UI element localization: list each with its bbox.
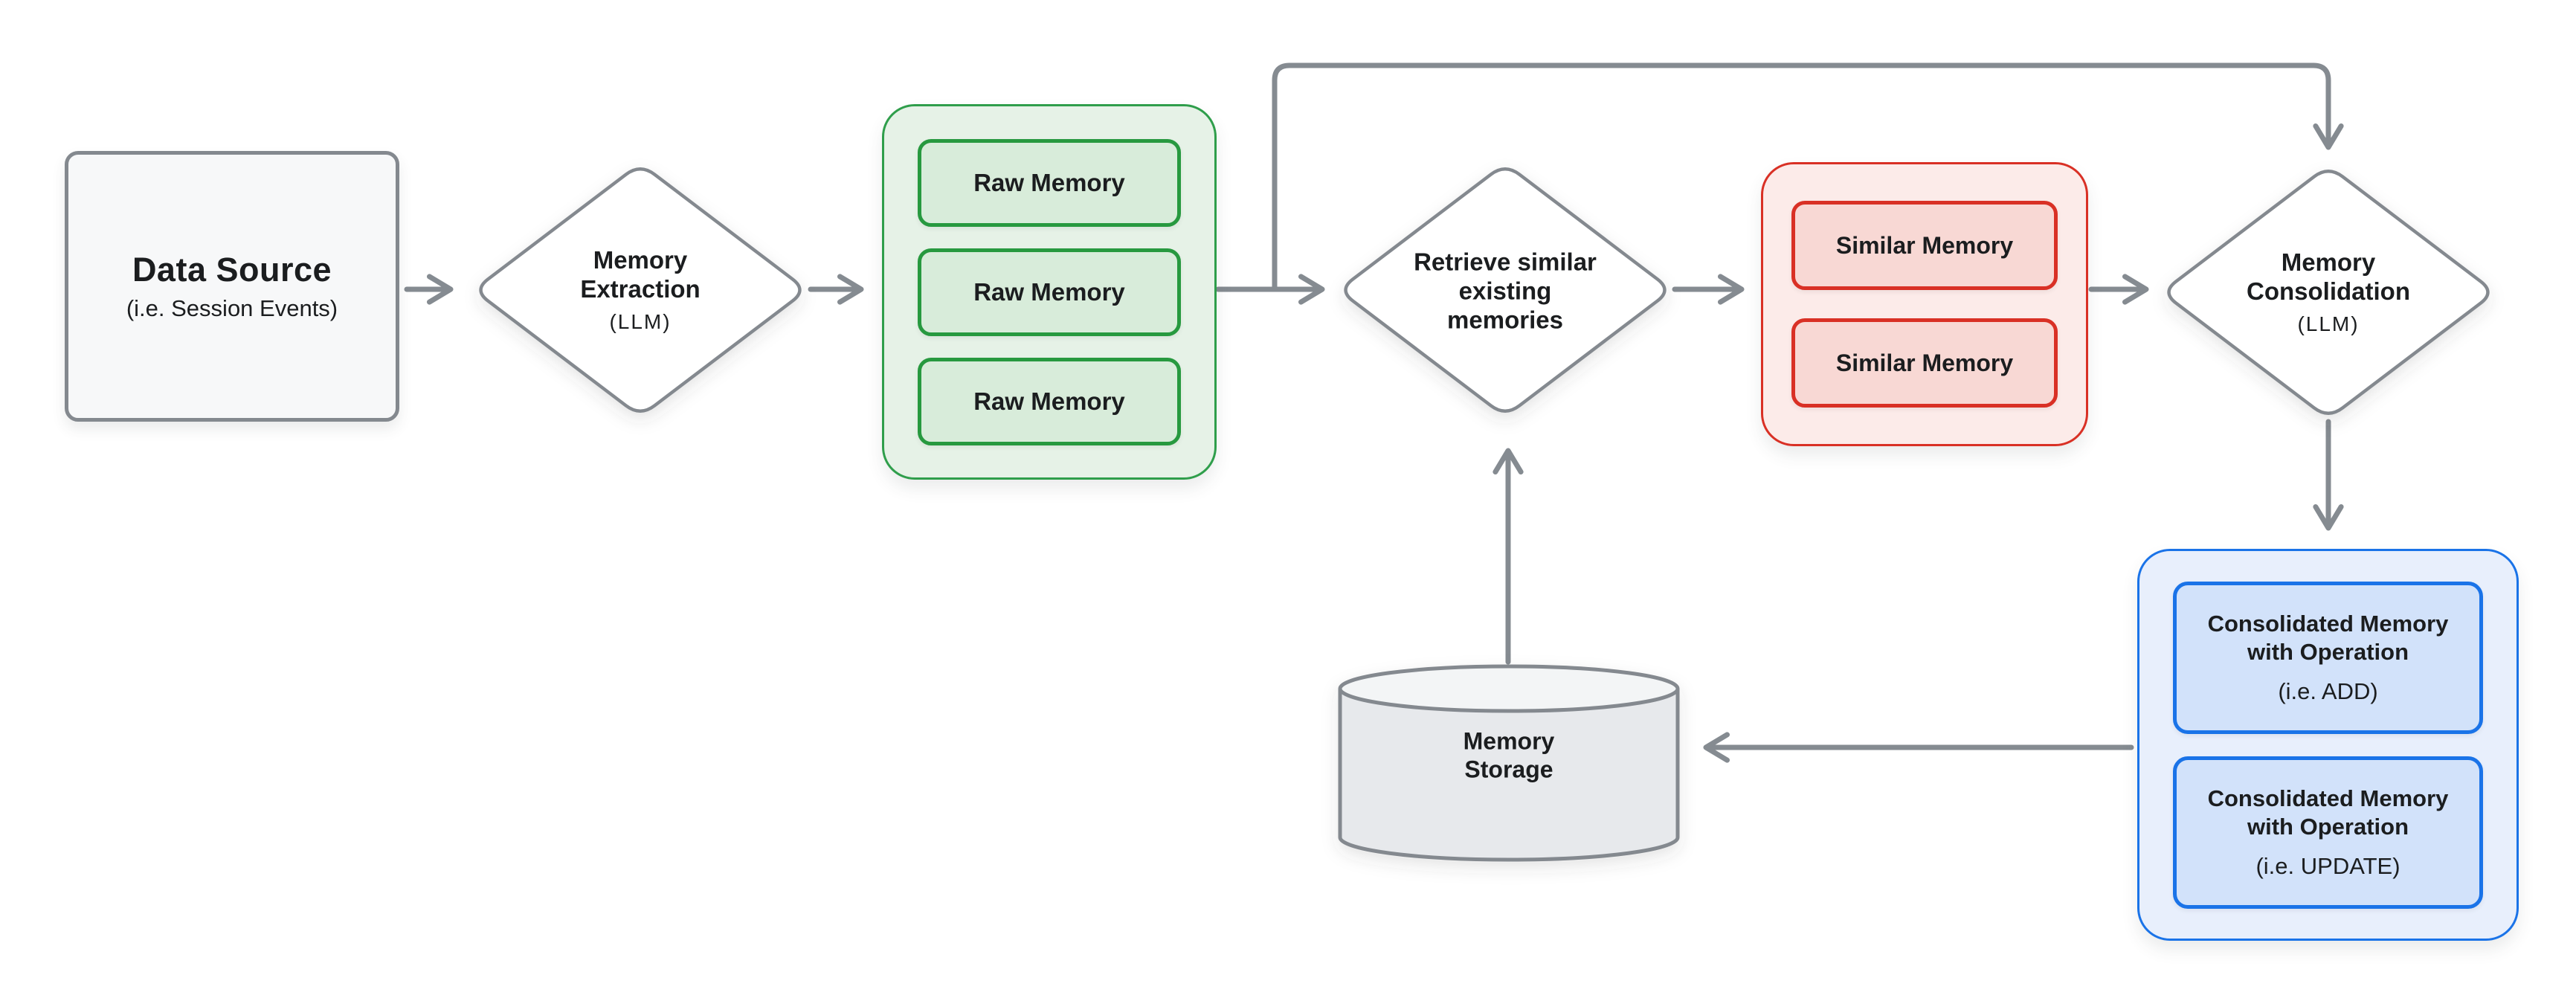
raw-memory-group: Raw Memory Raw Memory Raw Memory [882, 104, 1217, 480]
data-source-subtitle: (i.e. Session Events) [126, 295, 338, 321]
data-source-node: Data Source (i.e. Session Events) [65, 151, 399, 422]
similar-memory-chip: Similar Memory [1791, 201, 2058, 290]
consolidated-memory-group: Consolidated Memory with Operation (i.e.… [2137, 549, 2519, 941]
similar-memory-chip-label: Similar Memory [1835, 349, 2014, 376]
similar-memory-chip: Similar Memory [1791, 318, 2058, 408]
raw-memory-chip-label: Raw Memory [973, 277, 1125, 306]
arrow-rawmemory-feedback-to-consolidation [1272, 62, 2344, 292]
memory-consolidation-diamond [2169, 171, 2488, 413]
data-source-title: Data Source [132, 251, 332, 289]
consolidated-memory-title: Consolidated Memory with Operation [2207, 785, 2449, 840]
consolidated-memory-chip: Consolidated Memory with Operation (i.e.… [2173, 581, 2483, 734]
raw-memory-chip-label: Raw Memory [973, 387, 1125, 415]
raw-memory-chip: Raw Memory [918, 138, 1181, 227]
raw-memory-chip-label: Raw Memory [973, 168, 1125, 196]
memory-extraction-diamond [481, 169, 800, 411]
cylinder-body [1338, 689, 1680, 862]
consolidated-memory-operation: (i.e. UPDATE) [2255, 852, 2400, 879]
retrieve-similar-diamond [1346, 169, 1665, 411]
similar-memory-chip-label: Similar Memory [1835, 231, 2014, 259]
consolidated-memory-title: Consolidated Memory with Operation [2207, 611, 2449, 665]
similar-memory-group: Similar Memory Similar Memory [1761, 162, 2088, 446]
raw-memory-chip: Raw Memory [918, 357, 1181, 445]
consolidated-memory-operation: (i.e. ADD) [2278, 677, 2378, 704]
cylinder-top [1338, 664, 1680, 713]
raw-memory-chip: Raw Memory [918, 248, 1181, 336]
memory-storage-cylinder [1338, 664, 1680, 862]
consolidated-memory-chip: Consolidated Memory with Operation (i.e.… [2173, 756, 2483, 909]
